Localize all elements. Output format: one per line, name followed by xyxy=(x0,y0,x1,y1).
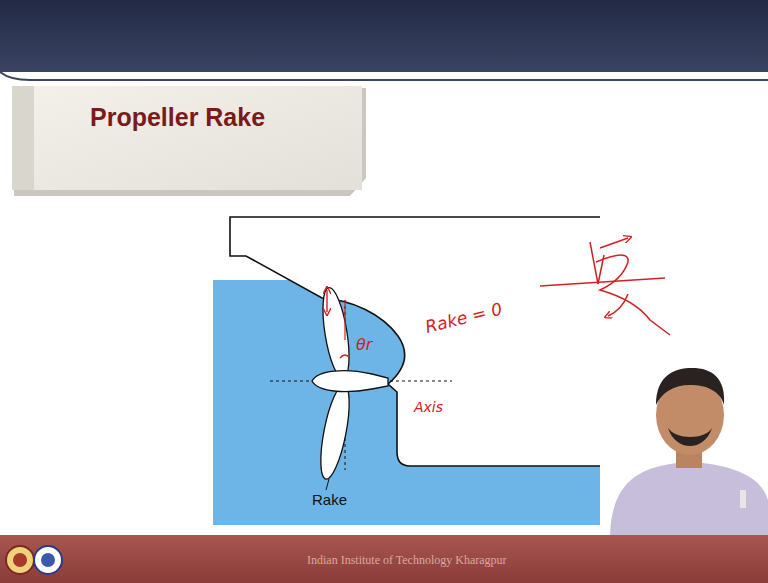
title-panel-edge xyxy=(12,86,34,190)
propeller-blade xyxy=(318,286,354,380)
footer-watermark: Indian Institute of Technology Kharagpur xyxy=(307,554,507,567)
annotation-arrow xyxy=(326,290,327,312)
propeller-hub xyxy=(312,371,388,392)
title-panel xyxy=(12,86,362,190)
leader-line xyxy=(326,479,329,490)
header-rule xyxy=(0,72,768,80)
hull-outline xyxy=(230,217,600,466)
program-logo xyxy=(34,546,62,574)
angle-arc xyxy=(340,355,350,358)
presenter-video xyxy=(610,368,768,535)
slide-title: Propeller Rake xyxy=(90,104,265,132)
propeller-blade xyxy=(315,383,355,481)
blade-sketch xyxy=(540,238,670,335)
angle-symbol: θr xyxy=(356,336,372,354)
institute-logo xyxy=(6,546,34,574)
annotation-line xyxy=(344,300,345,340)
header-bar xyxy=(0,0,768,72)
part-label: Rake xyxy=(312,492,347,509)
footer-bar xyxy=(0,535,768,583)
axis-label: Axis xyxy=(414,400,443,415)
handwritten-note: Rake = 0 xyxy=(423,300,504,337)
ship-hull xyxy=(230,217,600,466)
